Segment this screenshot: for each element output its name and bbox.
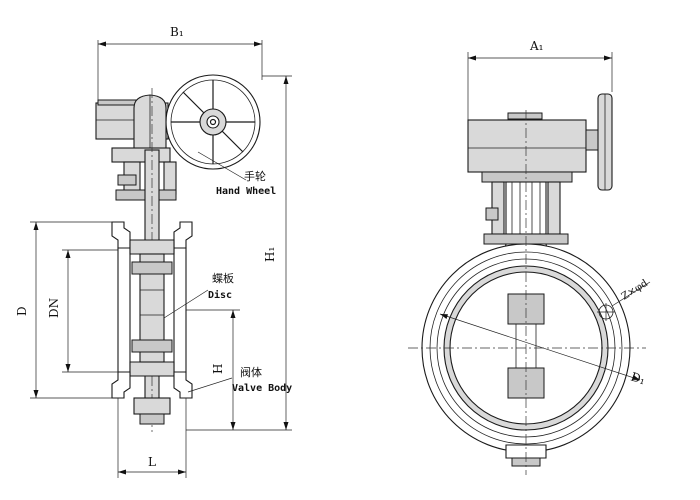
body-leader <box>187 377 233 393</box>
disc-hub-top <box>131 261 173 275</box>
bolt-label: Z×φd <box>620 278 651 303</box>
yoke-top-flange <box>111 147 171 163</box>
h1-label: H₁ <box>263 247 277 262</box>
gearbox-front <box>467 119 587 173</box>
side-view <box>30 40 292 478</box>
disc-label-cn: 蝶板 <box>212 271 234 285</box>
bolt-leader <box>611 281 651 307</box>
b1-label: B₁ <box>170 25 184 39</box>
a1-label: A₁ <box>529 39 543 53</box>
gearbox-top-rim <box>97 99 139 106</box>
d1-dim-line <box>439 313 641 381</box>
disc-leader <box>163 289 209 319</box>
yoke-plate <box>481 171 573 183</box>
body-right-wall <box>173 247 187 373</box>
front-view <box>408 52 651 475</box>
l-label: L <box>148 455 156 469</box>
disc-hub-bottom <box>131 339 173 353</box>
bottom-cap <box>133 397 171 415</box>
body-label-en: Valve Body <box>232 383 292 394</box>
handwheel-label-en: Hand Wheel <box>216 186 276 197</box>
handwheel-label-cn: 手轮 <box>244 169 266 183</box>
dn-label: DN <box>47 298 61 318</box>
hand-wheel-icon <box>165 74 261 170</box>
body-flange-bottom-left <box>111 371 131 399</box>
body-label-cn: 阀体 <box>240 365 262 379</box>
h-label: H <box>211 364 225 374</box>
body-flange-top-right <box>173 221 193 249</box>
d1-label: D₁ <box>629 370 647 388</box>
d-label: D <box>15 306 29 316</box>
body-flange-top-left <box>111 221 131 249</box>
handwheel-leader <box>197 151 247 181</box>
body-left-wall <box>117 247 131 373</box>
body-flange-bottom-right <box>173 371 193 399</box>
disc-label-en: Disc <box>208 289 232 301</box>
yoke-right <box>163 161 177 195</box>
bottom-lug <box>505 444 547 459</box>
